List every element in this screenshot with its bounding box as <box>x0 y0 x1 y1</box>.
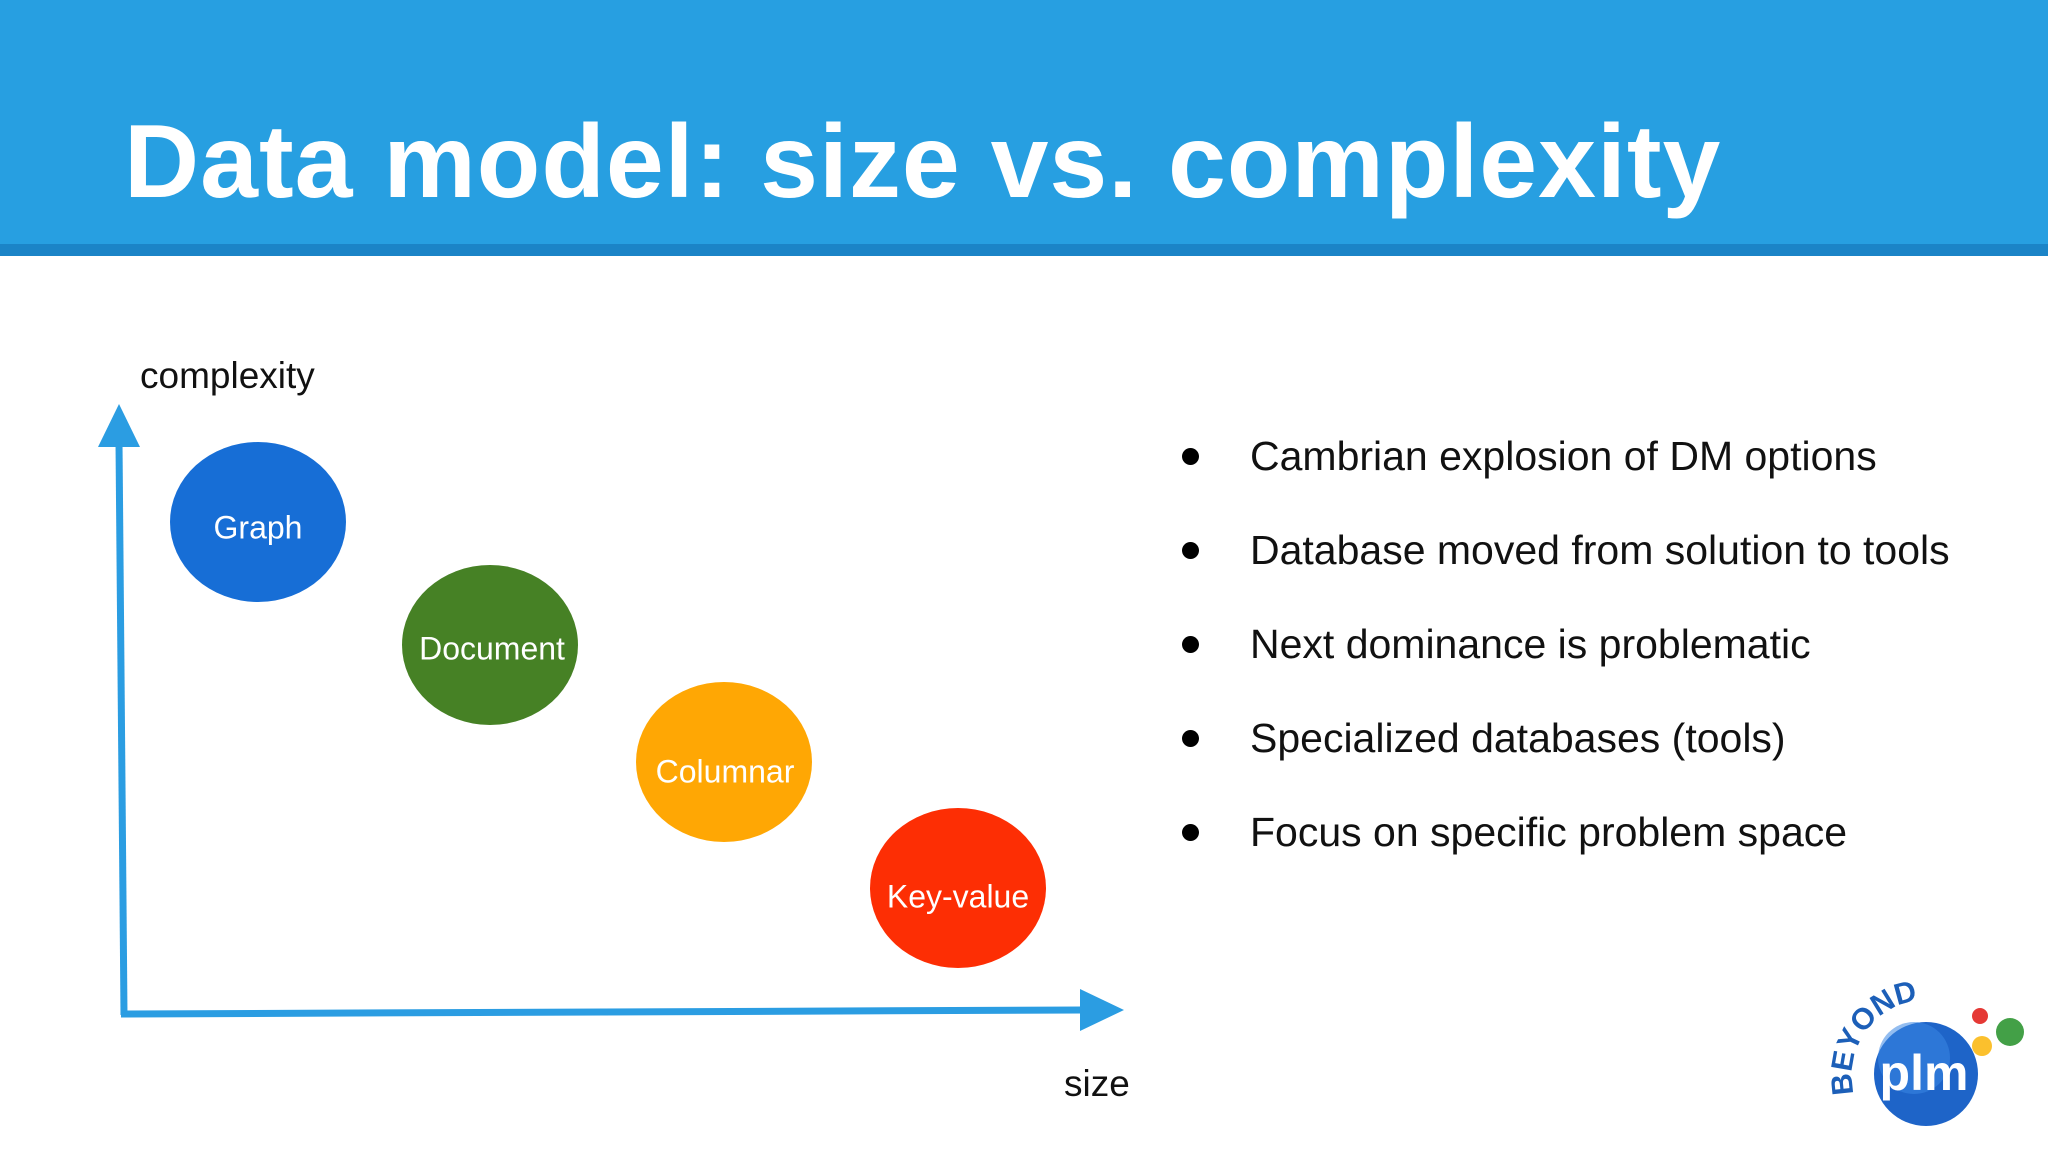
logo-green-dot-icon <box>1996 1018 2024 1046</box>
logo-plm-text: plm <box>1880 1045 1969 1101</box>
bubble-key-value-circle <box>870 808 1046 968</box>
bubble-columnar: Columnar <box>636 682 812 842</box>
bubble-graph-circle <box>170 442 346 602</box>
bullet-text: Next dominance is problematic <box>1250 621 1811 667</box>
bubble-document-label: Document <box>419 630 565 666</box>
x-axis-label: size <box>1064 1063 1130 1104</box>
beyond-plm-logo: BEYOND plm <box>1826 976 2024 1126</box>
bullet-dot-icon <box>1182 542 1199 559</box>
header-divider <box>0 244 2048 256</box>
y-axis-arrowhead <box>98 404 140 447</box>
bullet-dot-icon <box>1182 824 1199 841</box>
bullet-dot-icon <box>1182 730 1199 747</box>
bubble-graph: Graph <box>170 442 346 602</box>
bubble-columnar-circle <box>636 682 812 842</box>
slide-title: Data model: size vs. complexity <box>124 104 1722 220</box>
x-axis-line <box>120 1006 1085 1018</box>
x-axis-arrowhead <box>1080 989 1124 1031</box>
logo-red-dot-icon <box>1972 1008 1988 1024</box>
bullet-text: Focus on specific problem space <box>1250 809 1848 855</box>
logo-yellow-dot-icon <box>1972 1036 1992 1056</box>
bullet-text: Specialized databases (tools) <box>1250 715 1786 761</box>
bullet-dot-icon <box>1182 448 1199 465</box>
y-axis-line <box>115 441 128 1016</box>
bubble-graph-label: Graph <box>214 509 303 545</box>
y-axis-label: complexity <box>140 355 315 396</box>
bubble-document-circle <box>402 565 578 725</box>
logo-globe-highlight <box>1878 1022 1950 1094</box>
bubble-key-value: Key-value <box>870 808 1046 968</box>
bullet-text: Database moved from solution to tools <box>1250 527 1950 573</box>
bullet-dot-icon <box>1182 636 1199 653</box>
bubble-key-value-label: Key-value <box>887 878 1029 914</box>
bubble-columnar-label: Columnar <box>656 753 795 789</box>
bubble-document: Document <box>402 565 578 725</box>
header-bar <box>0 0 2048 248</box>
bullet-text: Cambrian explosion of DM options <box>1250 433 1877 479</box>
